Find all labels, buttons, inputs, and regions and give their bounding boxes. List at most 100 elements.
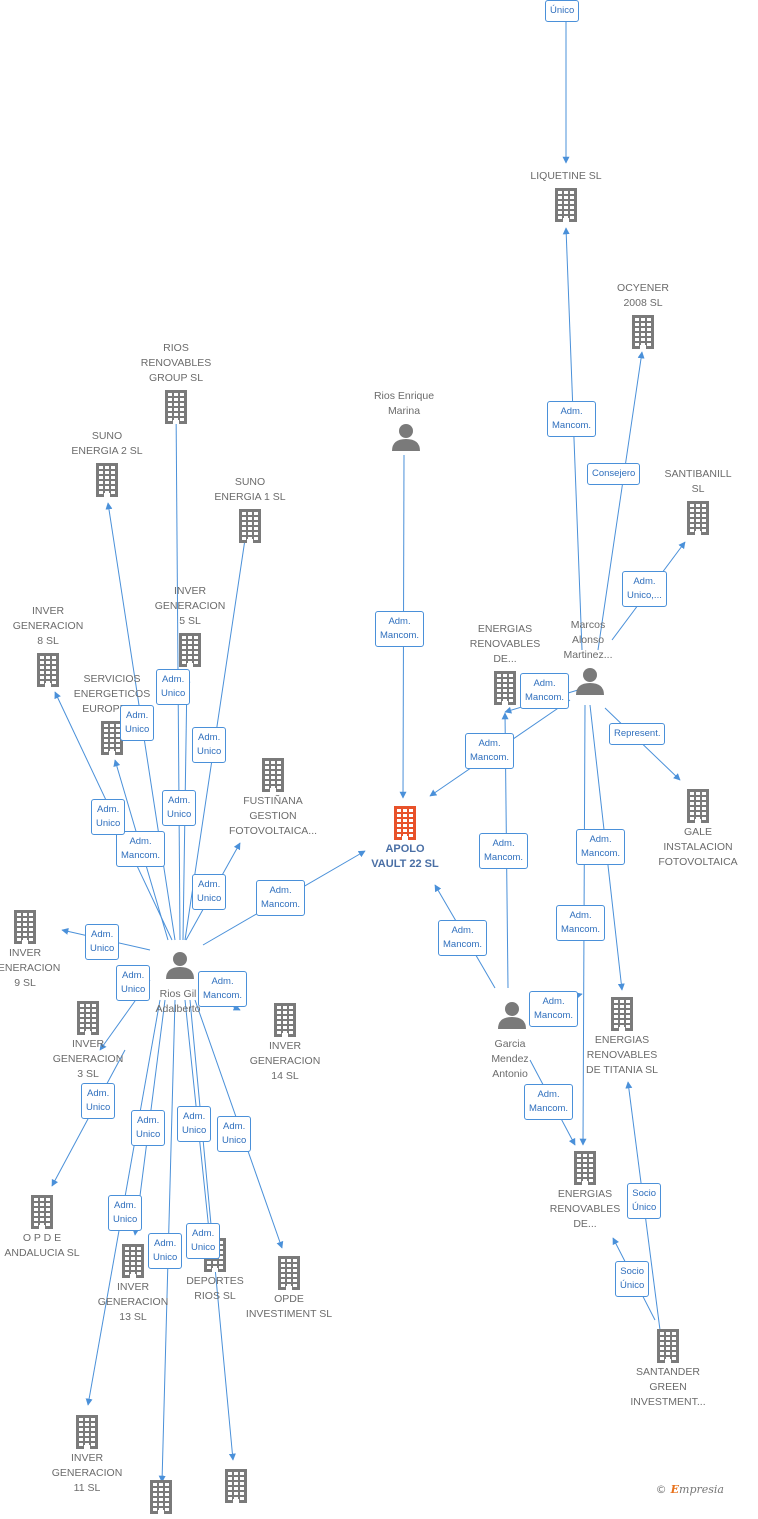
node-inver8[interactable]: INVER GENERACION 8 SL: [0, 604, 108, 687]
building-icon: [273, 1003, 297, 1037]
node-label: SUNO ENERGIA 2 SL: [71, 430, 143, 457]
building-icon: [100, 721, 124, 755]
node-bottom2[interactable]: [176, 1469, 296, 1505]
node-opde-inv[interactable]: OPDE INVESTIMENT SL: [229, 1256, 349, 1322]
edge-label-marcos-to-titania[interactable]: Adm. Mancom.: [576, 829, 626, 865]
edge-label-marcos-to-ocyener[interactable]: Consejero: [587, 463, 641, 485]
edge-label-garcia-to-energias-de2[interactable]: Adm. Mancom.: [524, 1084, 574, 1120]
node-label: INVER GENERACION 14 SL: [249, 1040, 321, 1082]
node-bottom1[interactable]: [101, 1480, 221, 1516]
node-label: Marcos Alonso Martinez...: [563, 619, 613, 661]
node-suno2[interactable]: SUNO ENERGIA 2 SL: [47, 429, 167, 497]
node-fustinana[interactable]: FUSTIÑANA GESTION FOTOVOLTAICA...: [213, 758, 333, 839]
node-titania[interactable]: ENERGIAS RENOVABLES DE TITANIA SL: [562, 997, 682, 1078]
building-icon: [13, 910, 37, 944]
edge-label-garcia-to-energias-de[interactable]: Adm. Mancom.: [479, 833, 529, 869]
person-icon: [576, 667, 604, 701]
edge-label-santander-to-energias-de2[interactable]: Socio Único: [615, 1261, 650, 1297]
node-label: LIQUETINE SL: [530, 170, 602, 182]
node-rios-enrique[interactable]: Rios Enrique Marina: [344, 389, 464, 451]
edge-label-rios-gil-to-inver8[interactable]: Adm. Unico: [91, 799, 126, 835]
edge-label-rios-gil-to-inver3[interactable]: Adm. Unico: [116, 965, 151, 1001]
building-icon: [121, 1244, 145, 1278]
edge-label-marcos-to-apolo[interactable]: Adm. Mancom.: [465, 733, 515, 769]
node-santander[interactable]: SANTANDER GREEN INVESTMENT...: [608, 1329, 728, 1410]
edge-label-rios-enrique-to-apolo[interactable]: Adm. Mancom.: [375, 611, 425, 647]
node-label: ENERGIAS RENOVABLES DE...: [549, 1188, 621, 1230]
edge-label-marcos-to-liquetine[interactable]: Adm. Mancom.: [547, 401, 597, 437]
edge-label-rios-gil-to-bottom1[interactable]: Adm. Unico: [148, 1233, 183, 1269]
building-icon: [610, 997, 634, 1031]
edge-label-marcos-to-energias-de2[interactable]: Adm. Mancom.: [556, 905, 606, 941]
node-santibanill[interactable]: SANTIBANILL SL: [638, 467, 758, 535]
edge-label-rios-gil-to-inver5[interactable]: Adm. Unico: [162, 790, 197, 826]
node-label: OCYENER 2008 SL: [617, 282, 669, 309]
node-apolo[interactable]: APOLO VAULT 22 SL: [345, 806, 465, 872]
node-opde-and[interactable]: O P D E ANDALUCIA SL: [0, 1195, 102, 1261]
building-icon: [75, 1415, 99, 1449]
node-energias-de2[interactable]: ENERGIAS RENOVABLES DE...: [525, 1151, 645, 1232]
edge-label-rios-gil-to-deportes[interactable]: Adm. Unico: [177, 1106, 212, 1142]
node-gale[interactable]: GALE INSTALACION FOTOVOLTAICA: [638, 789, 758, 870]
edge-label-marcos-to-gale[interactable]: Represent.: [609, 723, 666, 745]
edge-label-rios-gil-to-servicios[interactable]: Adm. Unico: [120, 705, 155, 741]
node-inver5[interactable]: INVER GENERACION 5 SL: [130, 584, 250, 667]
edge-label-rios-gil-to-inver9[interactable]: Adm. Unico: [85, 924, 120, 960]
edge-label-top-off-to-liquetine[interactable]: Único: [545, 0, 580, 22]
node-inver9[interactable]: INVER GENERACION 9 SL: [0, 910, 85, 991]
edge-label-marcos-to-energias-de[interactable]: Adm. Mancom.: [520, 673, 570, 709]
node-suno1[interactable]: SUNO ENERGIA 1 SL: [190, 475, 310, 543]
node-label: INVER GENERACION 5 SL: [154, 585, 226, 627]
edge-label-rios-gil-to-suno1[interactable]: Adm. Unico: [192, 727, 227, 763]
building-icon: [261, 758, 285, 792]
node-rios-renov[interactable]: RIOS RENOVABLES GROUP SL: [116, 341, 236, 424]
node-label: ENERGIAS RENOVABLES DE...: [469, 623, 541, 665]
node-liquetine[interactable]: LIQUETINE SL: [506, 169, 626, 222]
node-rios-gil[interactable]: Rios Gil Adalberto: [118, 951, 238, 1017]
building-icon: [30, 1195, 54, 1229]
empresia-logo[interactable]: ©Empresia: [656, 1483, 724, 1496]
edge-label-rios-gil-to-opde-inv[interactable]: Adm. Unico: [217, 1116, 252, 1152]
building-icon: [573, 1151, 597, 1185]
edge-label-garcia-to-titania[interactable]: Adm. Mancom.: [529, 991, 579, 1027]
node-ocyener[interactable]: OCYENER 2008 SL: [583, 281, 703, 349]
node-label: DEPORTES RIOS SL: [186, 1275, 244, 1302]
edge-label-rios-gil-to-opde-and[interactable]: Adm. Unico: [81, 1083, 116, 1119]
brand-initial: E: [670, 1483, 680, 1496]
edge-label-garcia-to-apolo[interactable]: Adm. Mancom.: [438, 920, 488, 956]
edge-label-marcos-to-santibanill[interactable]: Adm. Unico,...: [622, 571, 667, 607]
building-icon: [178, 633, 202, 667]
building-icon: [277, 1256, 301, 1290]
node-marcos[interactable]: Marcos Alonso Martinez...: [528, 618, 648, 695]
node-inver14[interactable]: INVER GENERACION 14 SL: [225, 1003, 345, 1084]
edge-label-rios-gil-to-suno2[interactable]: Adm. Mancom.: [116, 831, 166, 867]
person-icon: [166, 951, 194, 985]
node-label: SANTIBANILL SL: [664, 468, 732, 495]
building-icon: [164, 390, 188, 424]
node-servicios[interactable]: SERVICIOS ENERGETICOS EUROPEOS: [52, 672, 172, 755]
edge-label-rios-gil-to-inver13[interactable]: Adm. Unico: [131, 1110, 166, 1146]
edge-label-rios-gil-to-bottom2[interactable]: Adm. Unico: [186, 1223, 221, 1259]
edge-label-rios-gil-to-fustinana[interactable]: Adm. Unico: [192, 874, 227, 910]
node-energias-de[interactable]: ENERGIAS RENOVABLES DE...: [445, 622, 565, 705]
edge-label-rios-gil-to-inver14[interactable]: Adm. Mancom.: [198, 971, 248, 1007]
edge-label-santander-to-titania[interactable]: Socio Único: [627, 1183, 662, 1219]
node-label: O P D E ANDALUCIA SL: [4, 1232, 80, 1259]
node-inver13[interactable]: INVER GENERACION 13 SL: [73, 1244, 193, 1325]
node-garcia[interactable]: Garcia Mendez Antonio: [450, 1001, 570, 1082]
node-label: FUSTIÑANA GESTION FOTOVOLTAICA...: [228, 795, 318, 837]
node-label: RIOS RENOVABLES GROUP SL: [140, 342, 212, 384]
node-inver3[interactable]: INVER GENERACION 3 SL: [28, 1001, 148, 1082]
building-icon: [76, 1001, 100, 1035]
node-label: INVER GENERACION 11 SL: [51, 1452, 123, 1494]
building-icon: [493, 671, 517, 705]
building-icon: [554, 188, 578, 222]
node-label: OPDE INVESTIMENT SL: [245, 1293, 333, 1320]
edge-label-rios-gil-to-rios-renov[interactable]: Adm. Unico: [156, 669, 191, 705]
node-label: SANTANDER GREEN INVESTMENT...: [630, 1366, 706, 1408]
edge-label-rios-gil-to-inver11[interactable]: Adm. Unico: [108, 1195, 143, 1231]
node-label: SUNO ENERGIA 1 SL: [214, 476, 286, 503]
edge-label-rios-gil-to-apolo[interactable]: Adm. Mancom.: [256, 880, 306, 916]
node-inver11[interactable]: INVER GENERACION 11 SL: [27, 1415, 147, 1496]
node-label: SERVICIOS ENERGETICOS EUROPEOS: [73, 673, 151, 715]
